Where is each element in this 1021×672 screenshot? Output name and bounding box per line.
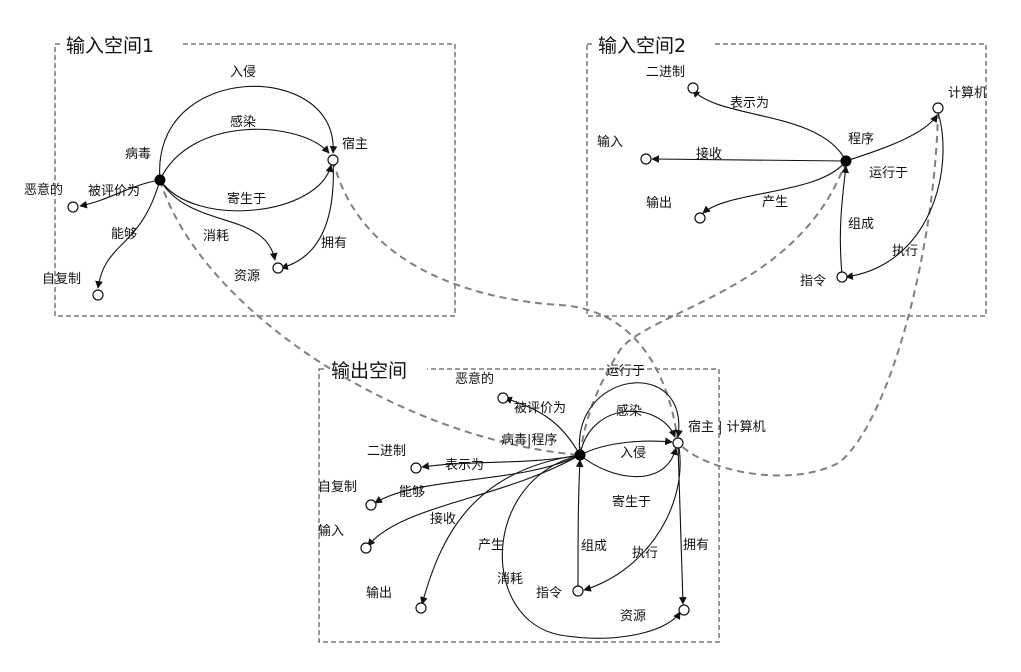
label-edge-infect: 感染 — [230, 114, 256, 130]
label-out-edge-own: 拥有 — [683, 538, 709, 553]
label-virus-program: 病毒|程序 — [501, 433, 557, 448]
node-self-replicate — [92, 289, 104, 301]
node-out-binary — [410, 462, 422, 474]
label-out-binary: 二进制 — [367, 444, 406, 459]
label-out-edge-compose: 组成 — [581, 539, 607, 554]
mapping-virus-to-virus-program — [159, 179, 581, 456]
label-edge-own: 拥有 — [321, 236, 347, 251]
label-out-malicious: 恶意的 — [455, 371, 494, 387]
label-edge-receive: 接收 — [696, 146, 722, 162]
node-out-self-replicate — [365, 499, 377, 511]
node-output — [694, 212, 706, 224]
label-out-output: 输出 — [366, 585, 392, 601]
label-malicious: 恶意的 — [24, 182, 63, 198]
label-virus: 病毒 — [125, 147, 151, 162]
label-out-edge-runs-on: 运行于 — [606, 364, 645, 379]
label-edge-evaluated-as: 被评价为 — [88, 184, 140, 199]
label-edge-represented-as: 表示为 — [730, 96, 769, 111]
node-computer — [932, 102, 944, 114]
node-out-resource — [678, 604, 690, 616]
label-out-edge-receive: 接收 — [430, 511, 456, 527]
label-computer: 计算机 — [948, 86, 987, 101]
label-out-instruction: 指令 — [536, 586, 562, 601]
label-edge-produce: 产生 — [762, 195, 788, 210]
input2-edges — [651, 89, 944, 280]
node-instruction — [836, 271, 848, 283]
label-out-edge-invade: 入侵 — [620, 445, 646, 461]
node-virus — [154, 174, 166, 186]
label-instruction: 指令 — [800, 274, 826, 289]
label-edge-parasitize: 寄生于 — [227, 191, 266, 207]
label-out-edge-consume: 消耗 — [497, 572, 523, 587]
label-out-self-replicate: 自复制 — [318, 480, 357, 495]
input-space-2-title: 输入空间2 — [598, 35, 686, 57]
label-out-edge-parasitize: 寄生于 — [612, 494, 651, 510]
label-out-resource: 资源 — [620, 609, 646, 624]
node-out-instruction — [572, 585, 584, 597]
mapping-computer-to-host-computer — [677, 111, 939, 477]
label-resource: 资源 — [234, 269, 260, 284]
label-host-computer: 宿主 | 计算机 — [688, 419, 766, 435]
label-input: 输入 — [597, 134, 623, 150]
node-input — [640, 153, 652, 165]
label-out-input: 输入 — [318, 523, 344, 539]
label-host: 宿主 — [342, 136, 368, 152]
output-space-box — [318, 368, 720, 643]
label-output: 输出 — [646, 195, 672, 211]
input-space-1-box — [54, 43, 456, 317]
label-edge-able-to: 能够 — [111, 227, 137, 242]
label-out-edge-produce: 产生 — [478, 538, 504, 553]
label-out-edge-execute: 执行 — [632, 546, 658, 561]
node-resource — [272, 262, 284, 274]
label-binary: 二进制 — [646, 65, 685, 80]
node-out-output — [415, 602, 427, 614]
node-host — [327, 154, 339, 166]
label-program: 程序 — [848, 132, 874, 147]
label-edge-runs-on: 运行于 — [869, 166, 908, 181]
input1-edges — [79, 85, 338, 289]
output-space-title: 输出空间 — [331, 360, 407, 382]
node-binary — [687, 82, 699, 94]
label-out-edge-represented-as: 表示为 — [445, 458, 484, 473]
label-edge-compose: 组成 — [848, 217, 874, 232]
output-edges — [367, 382, 687, 639]
input-space-2-box — [586, 43, 987, 317]
node-out-malicious — [497, 392, 509, 404]
mapping-host-to-host-computer — [332, 159, 679, 443]
input-space-1-title: 输入空间1 — [66, 35, 154, 57]
label-out-edge-able-to: 能够 — [399, 485, 425, 500]
label-out-edge-infect: 感染 — [616, 403, 642, 419]
node-out-input — [360, 542, 372, 554]
label-edge-consume: 消耗 — [203, 229, 229, 244]
node-malicious — [67, 201, 79, 213]
label-edge-invade: 入侵 — [230, 64, 256, 80]
label-edge-execute: 执行 — [892, 244, 918, 259]
node-host-computer — [672, 437, 684, 449]
node-program — [840, 155, 852, 167]
label-self-replicate: 自复制 — [42, 272, 81, 287]
node-virus-program — [574, 449, 586, 461]
label-out-edge-evaluated-as: 被评价为 — [514, 401, 566, 416]
